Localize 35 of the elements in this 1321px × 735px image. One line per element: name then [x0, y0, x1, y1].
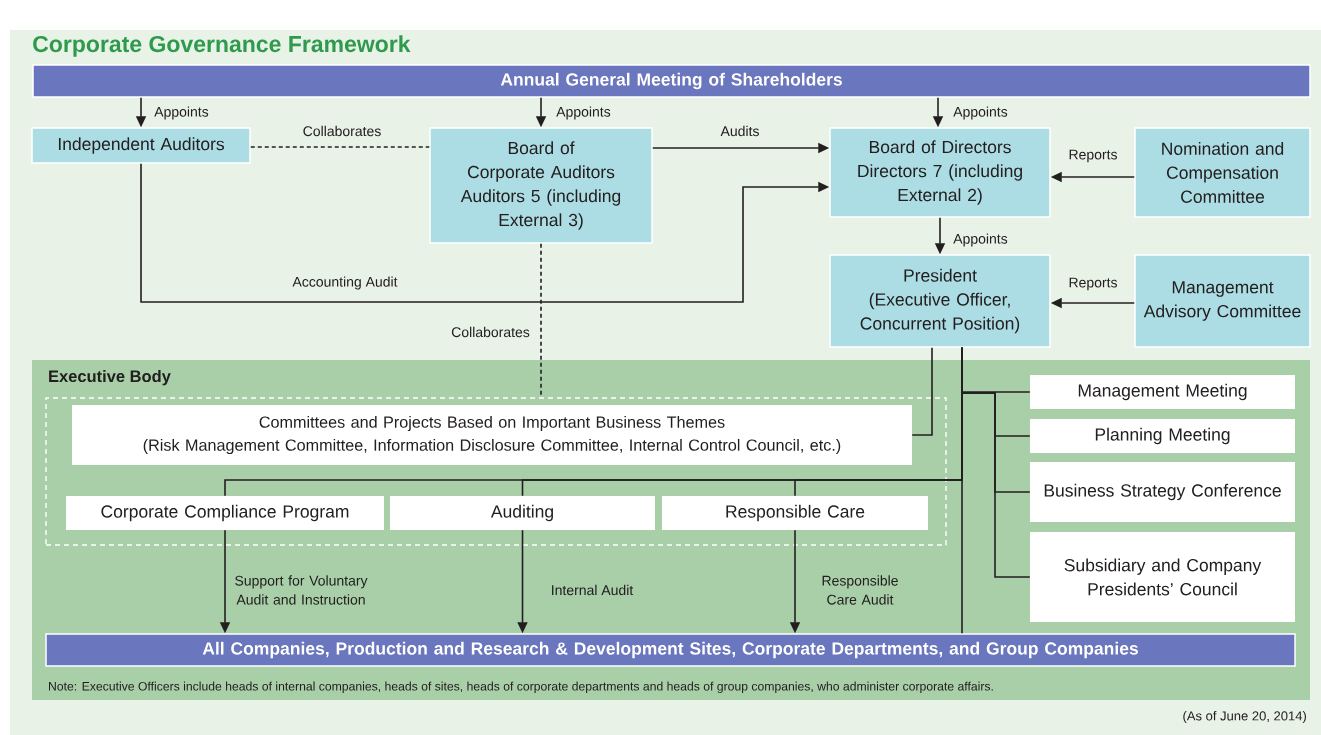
title: Corporate Governance Framework [33, 35, 411, 57]
edge-label: Collaborates [303, 125, 381, 137]
connector-line [961, 346, 963, 635]
edge-label: Support for Voluntary Audit and Instruction [235, 575, 368, 605]
organization-box: Management Advisory Committee [1134, 254, 1311, 348]
edge-label: Appoints [154, 106, 209, 120]
edge-label: Appoints [953, 106, 1008, 120]
meeting-box: Management Meeting [1030, 375, 1295, 409]
edge-label: Appoints [953, 233, 1008, 247]
connector-line [911, 346, 933, 436]
organization-box: Board of Corporate Auditors Auditors 5 (including External 3) [429, 127, 653, 244]
meeting-box: Responsible Care [662, 496, 928, 530]
edge-label: Responsible Care Audit [822, 575, 898, 605]
organization-box: Board of Directors Directors 7 (including External 2) [829, 127, 1051, 218]
edge-label: Collaborates [451, 326, 530, 338]
meeting-box: Committees and Projects Based on Important Business Themes (Risk Management Committee, Information Disclosure Committee, Internal Control Council, etc.) [72, 405, 912, 465]
meeting-box: Subsidiary and Company Presidents’ Council [1030, 532, 1295, 622]
edge-label: Audits [720, 125, 759, 137]
dashed-line [249, 146, 431, 148]
organization-box: Independent Auditors [31, 127, 251, 164]
edge-label: Internal Audit [552, 584, 634, 596]
edge-label: Accounting Audit [292, 276, 398, 290]
date-note: (As of June 20, 2014) [1183, 710, 1306, 724]
edge-label: Reports [1069, 149, 1117, 163]
meeting-box: Planning Meeting [1030, 419, 1295, 453]
banner-box: All Companies, Production and Research & Development Sites, Corporate Departments, and Group Companies [45, 633, 1296, 667]
organization-box: President (Executive Officer, Concurrent Position) [829, 254, 1051, 348]
edge-label: Appoints [556, 106, 611, 120]
banner-box: Annual General Meeting of Shareholders [32, 64, 1311, 98]
meeting-box: Corporate Compliance Program [66, 496, 384, 530]
meeting-box: Auditing [390, 496, 655, 530]
meeting-box: Business Strategy Conference [1030, 462, 1295, 522]
organization-box: Nomination and Compensation Committee [1134, 127, 1311, 218]
edge-label: Reports [1069, 277, 1117, 291]
dashed-frame [45, 397, 947, 546]
